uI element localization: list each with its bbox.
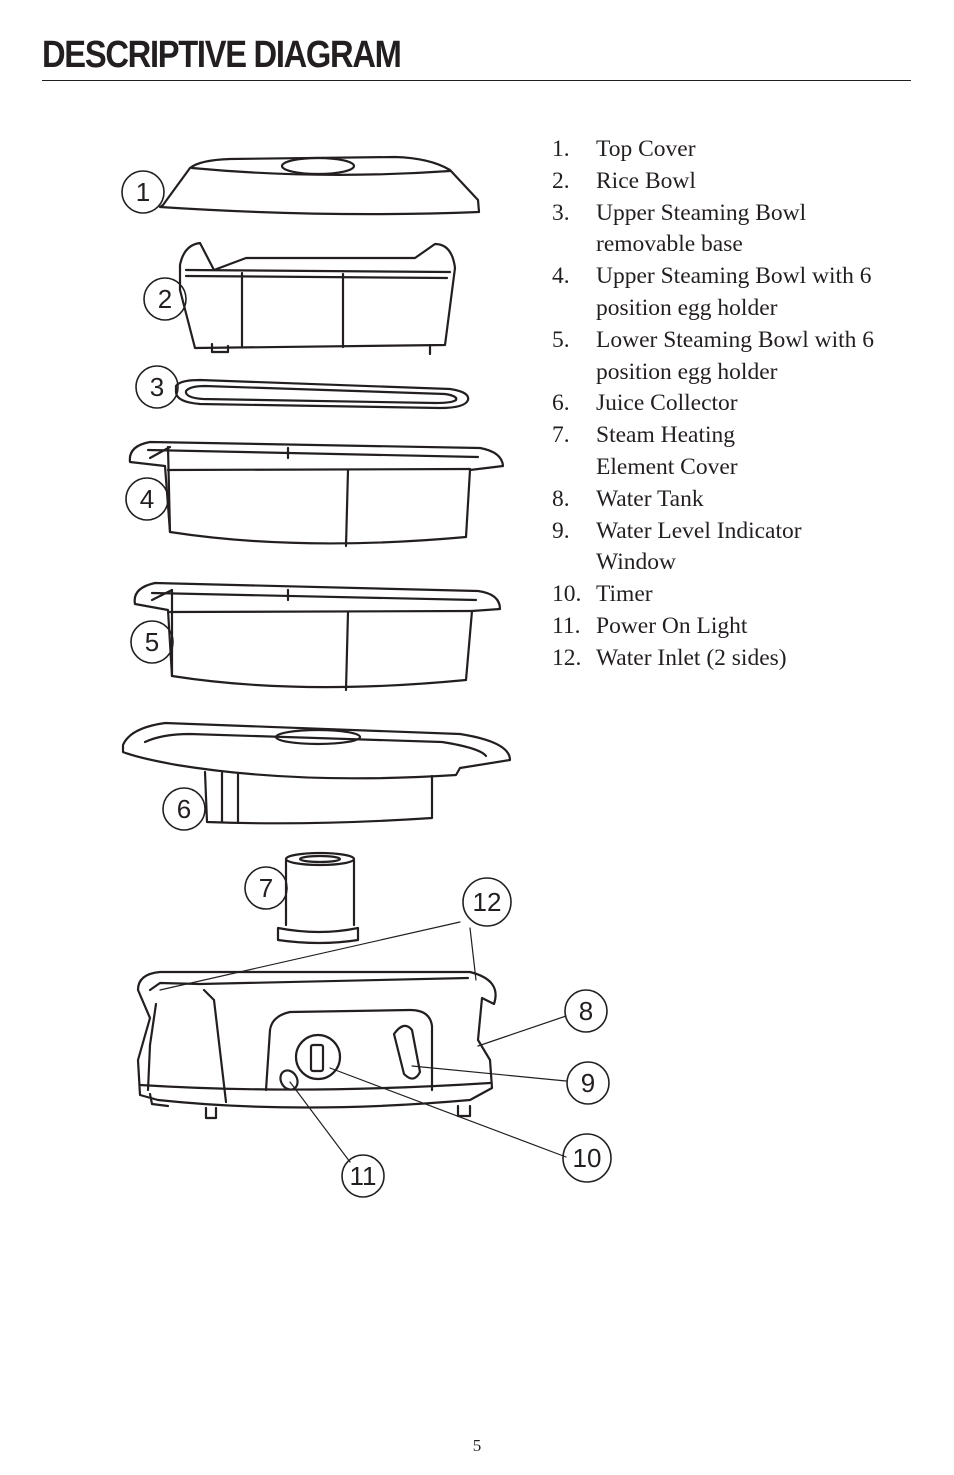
part-number: 2. — [552, 167, 570, 194]
page-number: 5 — [472, 1436, 482, 1455]
part-number: 11. — [552, 612, 581, 639]
part-label: Juice Collector — [596, 390, 738, 417]
callout-numbers: 1 2 3 4 5 6 7 12 8 9 10 11 — [136, 177, 602, 1191]
top-cover-drawing — [158, 155, 481, 216]
parts-list-item: 1. Top Cover — [552, 134, 932, 166]
callout-11-circle — [341, 1154, 385, 1198]
callout-1-circle — [121, 170, 165, 214]
leader-lines — [159, 921, 567, 1163]
callout-12: 12 — [473, 887, 502, 917]
part-label: Steam Heating Element Cover — [596, 422, 738, 480]
callout-10: 10 — [573, 1143, 602, 1173]
callout-1: 1 — [136, 177, 150, 207]
callout-11: 11 — [350, 1161, 377, 1191]
water-tank-drawing — [136, 970, 497, 1120]
part-number: 3. — [552, 199, 570, 226]
parts-list-item: 5. Lower Steaming Bowl with 6 position eg… — [552, 325, 932, 389]
part-label: Water Level Indicator Window — [596, 517, 802, 576]
callout-3: 3 — [150, 372, 164, 402]
callout-6-circle — [162, 787, 206, 831]
callout-4: 4 — [140, 484, 154, 514]
parts-list-item: 11. Power On Light — [552, 611, 932, 643]
part-label: Lower Steaming Bowl with 6 position egg … — [596, 326, 875, 385]
part-label: Upper Steaming Bowl removable base — [596, 199, 807, 258]
callout-5: 5 — [145, 627, 159, 657]
part-number: 10. — [552, 581, 582, 608]
callout-5-circle — [130, 620, 174, 664]
lower-steaming-bowl-drawing — [133, 581, 502, 692]
part-number: 1. — [552, 136, 570, 162]
part-number: 6. — [552, 390, 570, 417]
callout-9-circle — [566, 1061, 610, 1105]
callout-8: 8 — [579, 996, 593, 1026]
removable-base-drawing — [174, 378, 470, 410]
rice-bowl-drawing — [178, 241, 457, 356]
parts-list-item: 7. Steam Heating Element Cover — [552, 420, 806, 484]
callout-4-circle — [125, 477, 169, 521]
callout-2-circle — [143, 277, 187, 321]
parts-list: 1. Top Cover 2. Rice Bowl 3. Upper Steaming… — [552, 134, 932, 675]
callout-3-circle — [135, 365, 179, 409]
parts-list-item: 12. Water Inlet (2 sides) — [552, 643, 932, 675]
part-number: 8. — [552, 485, 570, 512]
juice-collector-drawing — [121, 721, 512, 825]
callout-7-circle — [244, 866, 288, 910]
parts-list-item: 2. Rice Bowl — [552, 166, 932, 198]
callout-8-circle — [564, 989, 608, 1033]
parts-list-item: 3. Upper Steaming Bowl removable base — [552, 198, 876, 262]
callout-9: 9 — [581, 1068, 595, 1098]
parts-list-item: 4. Upper Steaming Bowl with 6 position eg… — [552, 261, 932, 325]
part-label: Timer — [596, 581, 653, 608]
callout-10-circle — [562, 1133, 612, 1183]
upper-steaming-bowl-drawing — [128, 440, 505, 548]
part-label: Upper Steaming Bowl with 6 position egg … — [596, 263, 872, 321]
parts-list-item: 6. Juice Collector — [552, 388, 932, 420]
callout-2: 2 — [158, 284, 172, 314]
title-divider — [42, 80, 911, 81]
callout-6: 6 — [177, 794, 191, 824]
part-number: 12. — [552, 644, 582, 671]
heating-element-cover-drawing — [276, 851, 360, 945]
callout-12-circle — [462, 877, 512, 927]
part-number: 5. — [552, 326, 570, 353]
part-label: Top Cover — [596, 136, 696, 162]
callout-markers — [121, 170, 612, 1198]
part-label: Water Tank — [596, 485, 704, 512]
part-number: 7. — [552, 422, 570, 449]
parts-list-item: 10. Timer — [552, 579, 932, 611]
part-label: Water Inlet (2 sides) — [596, 644, 787, 671]
page-title: DESCRIPTIVE DIAGRAM — [42, 34, 402, 76]
parts-list-item: 8. Water Tank — [552, 484, 932, 516]
part-number: 9. — [552, 517, 570, 544]
parts-list-item: 9. Water Level Indicator Window — [552, 516, 881, 580]
part-number: 4. — [552, 263, 570, 290]
part-label: Rice Bowl — [596, 167, 696, 194]
callout-7: 7 — [259, 873, 273, 903]
part-label: Power On Light — [596, 612, 748, 639]
